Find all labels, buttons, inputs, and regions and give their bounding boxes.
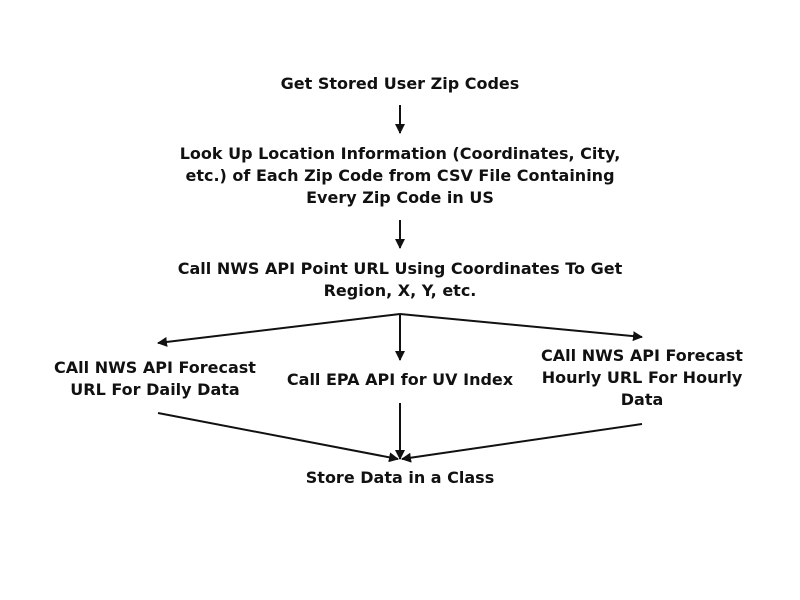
node-call-hourly-forecast: CAll NWS API Forecast Hourly URL For Hou… (522, 345, 762, 411)
node-line: Call EPA API for UV Index (286, 370, 514, 389)
node-line: Look Up Location Information (Coordinate… (179, 144, 621, 163)
node-line: Hourly URL For Hourly (541, 368, 743, 387)
arrow-call-points-url-to-call-hourly-forecast (399, 313, 643, 342)
node-line: Every Zip Code in US (306, 188, 494, 207)
arrow-call-daily-forecast-to-store-data (157, 412, 399, 463)
arrow-call-hourly-forecast-to-store-data (401, 423, 643, 463)
node-store-data: Store Data in a Class (250, 467, 550, 489)
node-line: CAll NWS API Forecast (54, 358, 256, 377)
node-line: CAll NWS API Forecast (541, 346, 743, 365)
node-line: Call NWS API Point URL Using Coordinates… (177, 259, 623, 278)
node-call-daily-forecast: CAll NWS API Forecast URL For Daily Data (35, 357, 275, 401)
arrow-call-points-url-to-call-daily-forecast (157, 313, 401, 347)
node-call-uv-index: Call EPA API for UV Index (270, 369, 530, 391)
node-line: Get Stored User Zip Codes (280, 74, 520, 93)
node-line: Region, X, Y, etc. (323, 281, 477, 300)
node-line: Store Data in a Class (305, 468, 495, 487)
node-line: etc.) of Each Zip Code from CSV File Con… (185, 166, 615, 185)
node-get-zip-codes: Get Stored User Zip Codes (200, 73, 600, 95)
node-line: URL For Daily Data (70, 380, 240, 399)
node-lookup-location: Look Up Location Information (Coordinate… (140, 143, 660, 209)
node-call-points-url: Call NWS API Point URL Using Coordinates… (130, 258, 670, 302)
node-line: Data (620, 390, 664, 409)
